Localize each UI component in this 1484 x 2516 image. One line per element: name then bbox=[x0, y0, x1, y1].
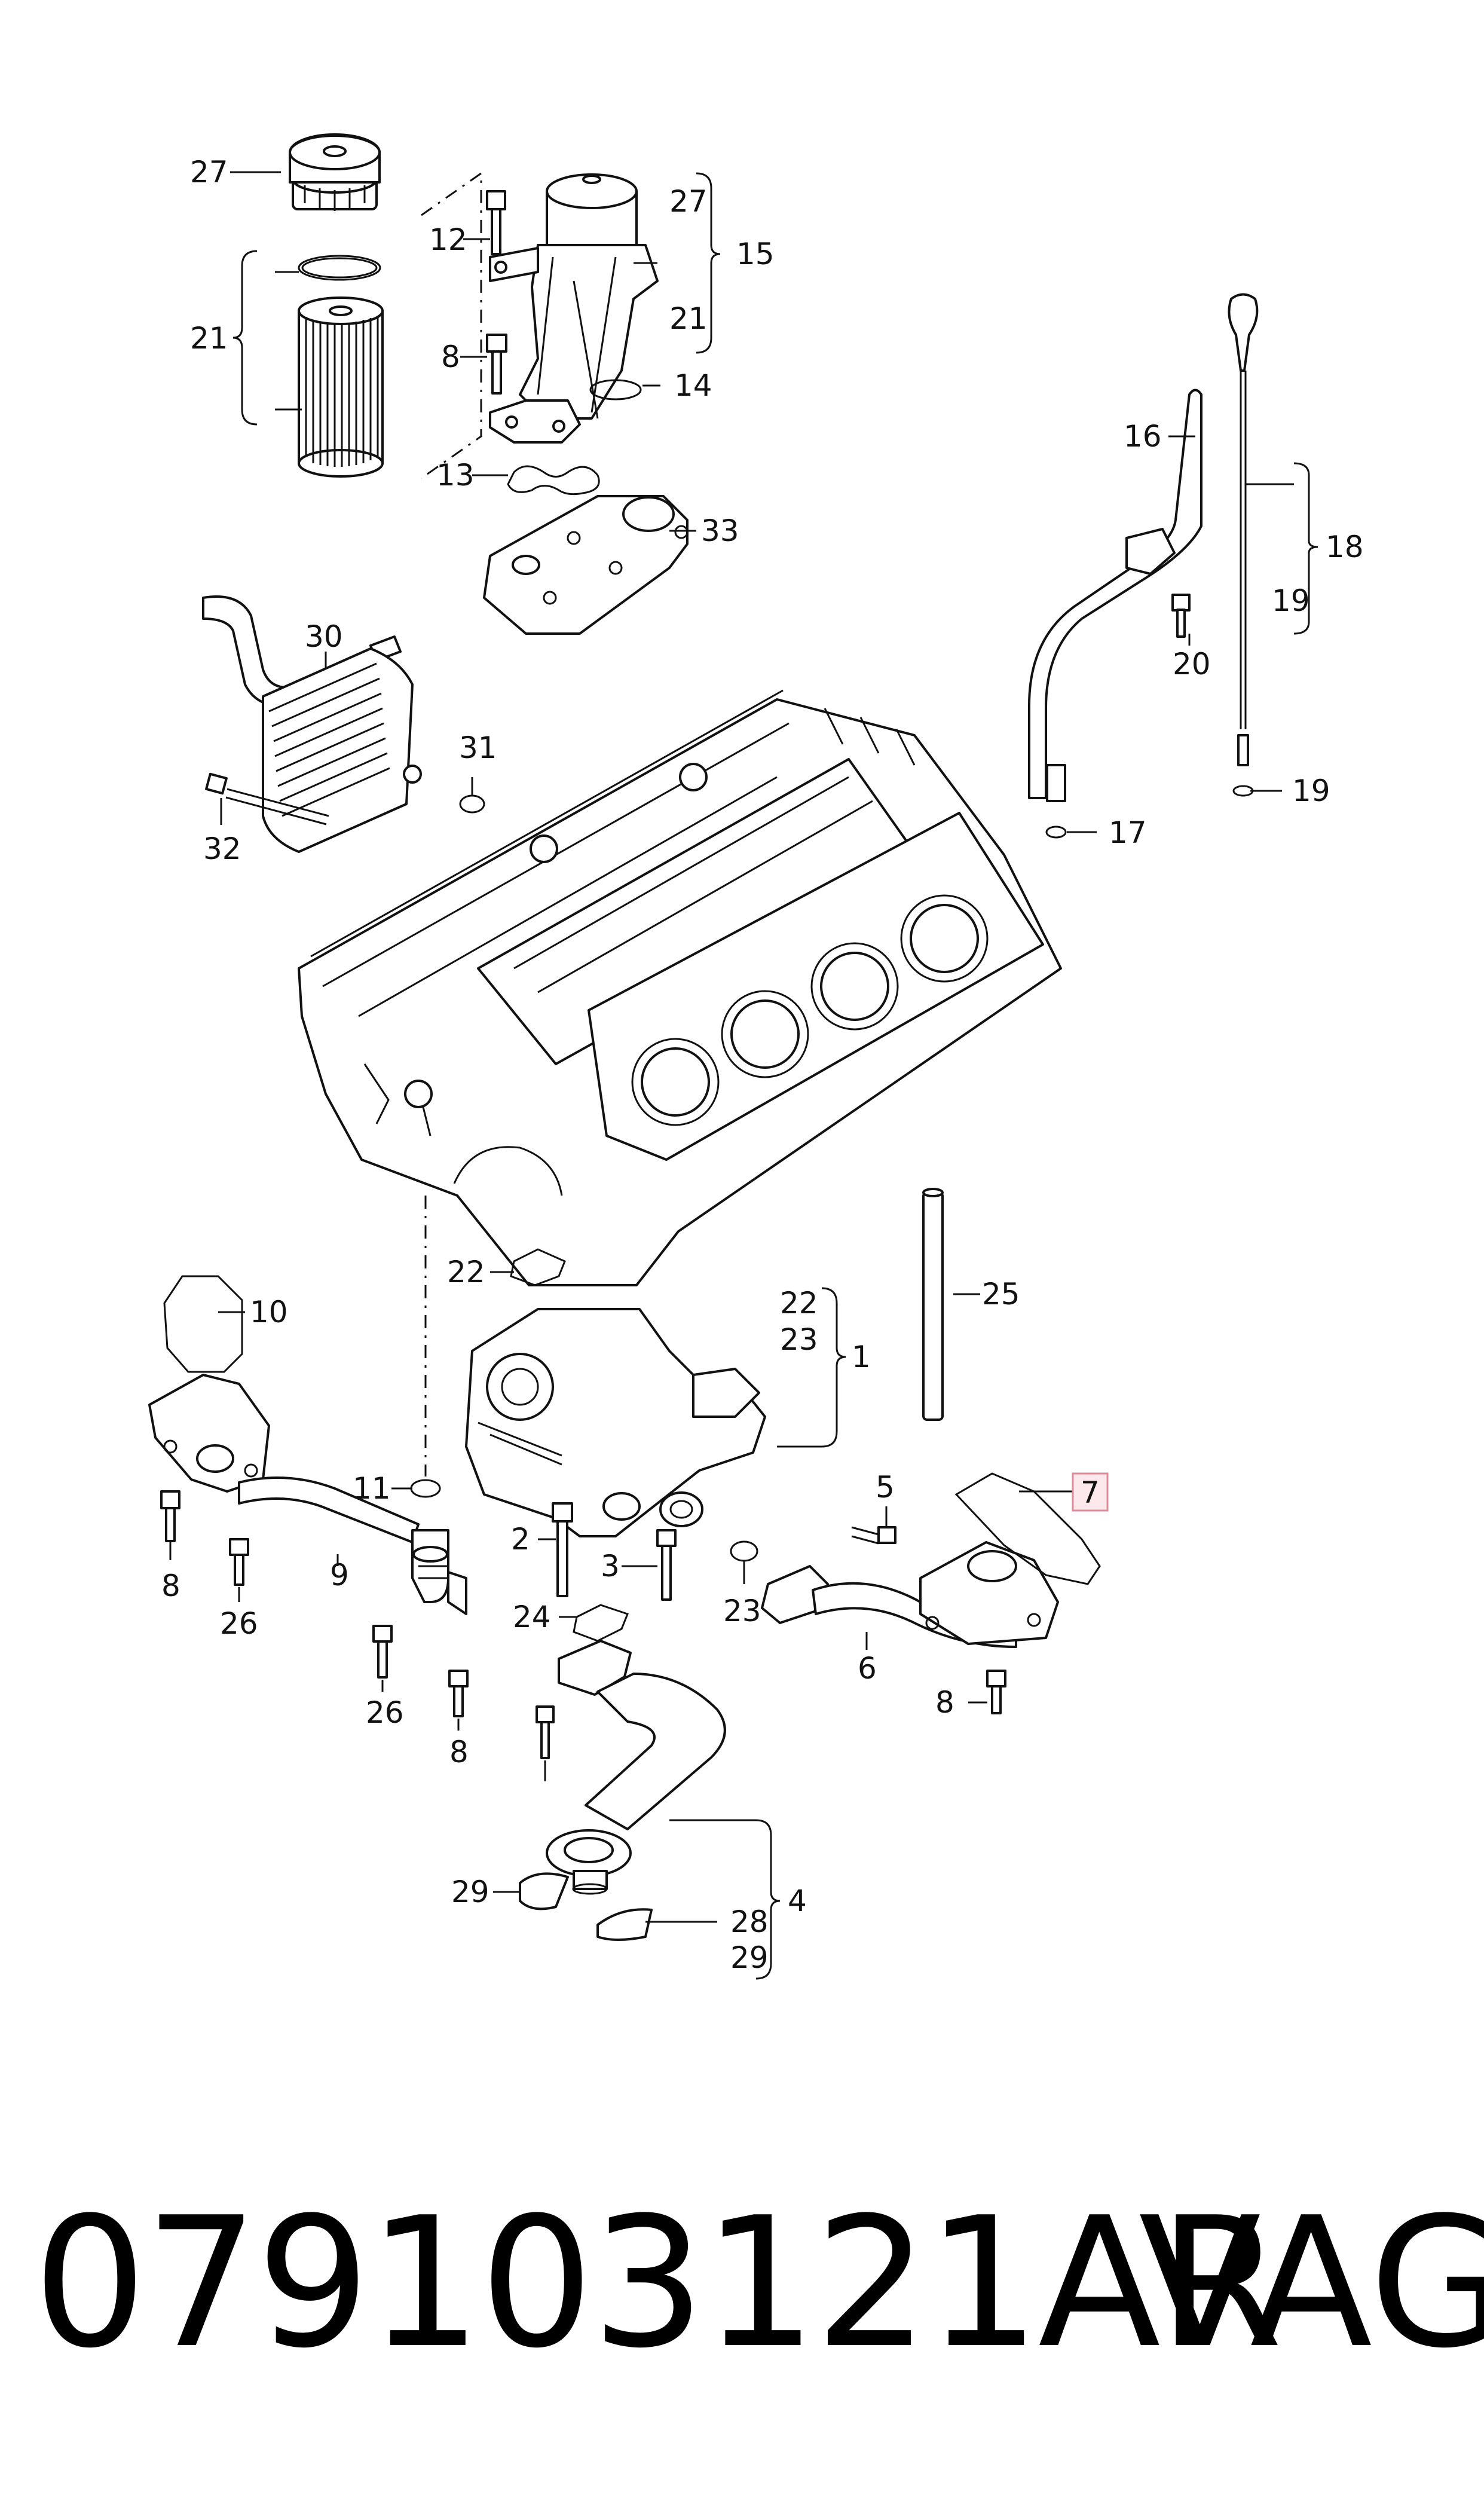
oil-filter-element-21 bbox=[298, 296, 384, 478]
callout-15: 15 bbox=[736, 237, 775, 271]
part-info-footer: 079103121AR VAG bbox=[0, 2164, 1484, 2403]
callout-30: 30 bbox=[305, 619, 343, 654]
filter-dashed-guide bbox=[421, 172, 482, 479]
callout-27-cap: 27 bbox=[190, 155, 228, 189]
callout-9: 9 bbox=[330, 1558, 349, 1592]
bolt-8-left bbox=[160, 1490, 180, 1542]
callout-4: 4 bbox=[788, 1884, 807, 1918]
callout-23-ring: 23 bbox=[723, 1594, 761, 1628]
callout-32: 32 bbox=[203, 831, 241, 866]
bracket-28 bbox=[596, 1908, 653, 1941]
callout-11: 11 bbox=[353, 1471, 391, 1506]
part-number: 079103121AR bbox=[33, 2179, 1283, 2387]
o-ring-filter bbox=[298, 255, 381, 281]
bolt-8-mid bbox=[448, 1670, 469, 1717]
callout-6: 6 bbox=[858, 1651, 877, 1686]
oil-suction-pipe-4 bbox=[546, 1640, 726, 1895]
callout-33: 33 bbox=[701, 513, 739, 548]
gasket-24 bbox=[573, 1604, 629, 1642]
callout-22-gasket: 22 bbox=[447, 1255, 485, 1289]
callout-29-right: 29 bbox=[730, 1940, 769, 1975]
callout-24: 24 bbox=[513, 1600, 551, 1634]
callout-3: 3 bbox=[601, 1549, 620, 1583]
gasket-7 bbox=[954, 1472, 1101, 1585]
callout-19-ring: 19 bbox=[1292, 774, 1330, 808]
callout-29-left: 29 bbox=[451, 1875, 489, 1909]
callout-21-housing: 21 bbox=[669, 301, 708, 336]
callout-8-top: 8 bbox=[441, 340, 460, 374]
callout-20: 20 bbox=[1173, 647, 1211, 681]
gasket-10 bbox=[163, 1275, 243, 1373]
bolt-26-mid bbox=[372, 1625, 393, 1679]
callout-17: 17 bbox=[1109, 815, 1147, 850]
callout-7: 7 bbox=[1081, 1475, 1100, 1510]
bolt-8-top bbox=[486, 334, 507, 395]
gasket-22 bbox=[510, 1248, 566, 1286]
callout-8-right: 8 bbox=[935, 1685, 954, 1720]
callout-22-pump: 22 bbox=[780, 1286, 818, 1320]
bolt-20 bbox=[1171, 594, 1191, 638]
callout-28: 28 bbox=[730, 1904, 769, 1939]
callout-7-highlight bbox=[1072, 1472, 1109, 1512]
oil-pump-1 bbox=[465, 1308, 766, 1537]
callout-8-mid: 8 bbox=[449, 1735, 469, 1769]
bracket-29 bbox=[519, 1872, 569, 1910]
oil-filter-housing-15 bbox=[489, 173, 659, 444]
bolt-5 bbox=[851, 1526, 896, 1545]
callout-21-element: 21 bbox=[190, 321, 228, 356]
oil-cooler-30 bbox=[202, 595, 422, 853]
callout-5: 5 bbox=[876, 1470, 895, 1505]
brand-name: VAG bbox=[1139, 2179, 1484, 2387]
callout-16: 16 bbox=[1124, 419, 1162, 454]
oil-pipe-6 bbox=[761, 1541, 1059, 1648]
callout-12: 12 bbox=[429, 222, 467, 257]
o-ring-23 bbox=[730, 1540, 758, 1562]
o-ring-11 bbox=[410, 1479, 441, 1498]
bolt-12 bbox=[486, 190, 506, 255]
callout-27-housing: 27 bbox=[669, 184, 708, 219]
callout-25: 25 bbox=[982, 1277, 1020, 1312]
gasket-13 bbox=[507, 465, 600, 496]
dipstick-18 bbox=[1228, 293, 1259, 766]
o-ring-19 bbox=[1232, 785, 1254, 797]
engine-block bbox=[298, 689, 1062, 1286]
o-ring-17 bbox=[1045, 826, 1067, 839]
bolt-32 bbox=[205, 772, 329, 826]
dowel-25 bbox=[922, 1188, 944, 1421]
oil-return-pipe-9 bbox=[148, 1374, 467, 1615]
callout-1: 1 bbox=[852, 1340, 871, 1374]
exploded-parts-diagram: 27 21 12 8 27 15 21 14 13 33 16 18 19 20… bbox=[148, 133, 1364, 1980]
bolt-26-left bbox=[229, 1538, 249, 1586]
callout-2: 2 bbox=[511, 1522, 530, 1557]
adapter-plate-33 bbox=[483, 495, 689, 635]
callout-23-pump: 23 bbox=[780, 1322, 818, 1357]
callout-26-mid: 26 bbox=[366, 1695, 404, 1730]
callout-18: 18 bbox=[1326, 530, 1364, 564]
o-ring-31 bbox=[459, 794, 485, 814]
oil-filter-cap-27 bbox=[289, 133, 381, 211]
callout-19-dipstick: 19 bbox=[1272, 583, 1310, 618]
bolt-8-right bbox=[986, 1670, 1006, 1714]
bolt-2 bbox=[552, 1502, 573, 1597]
callout-26-left: 26 bbox=[220, 1606, 258, 1641]
o-ring-14 bbox=[589, 379, 642, 401]
bolt-3 bbox=[656, 1529, 677, 1601]
callout-10: 10 bbox=[250, 1295, 288, 1329]
dipstick-guide-tube-16 bbox=[1028, 389, 1203, 802]
callout-31: 31 bbox=[459, 730, 497, 765]
bolt-5-lower bbox=[536, 1705, 555, 1759]
callout-14: 14 bbox=[674, 368, 712, 403]
callout-8-left: 8 bbox=[161, 1569, 180, 1603]
callout-13: 13 bbox=[436, 458, 475, 493]
